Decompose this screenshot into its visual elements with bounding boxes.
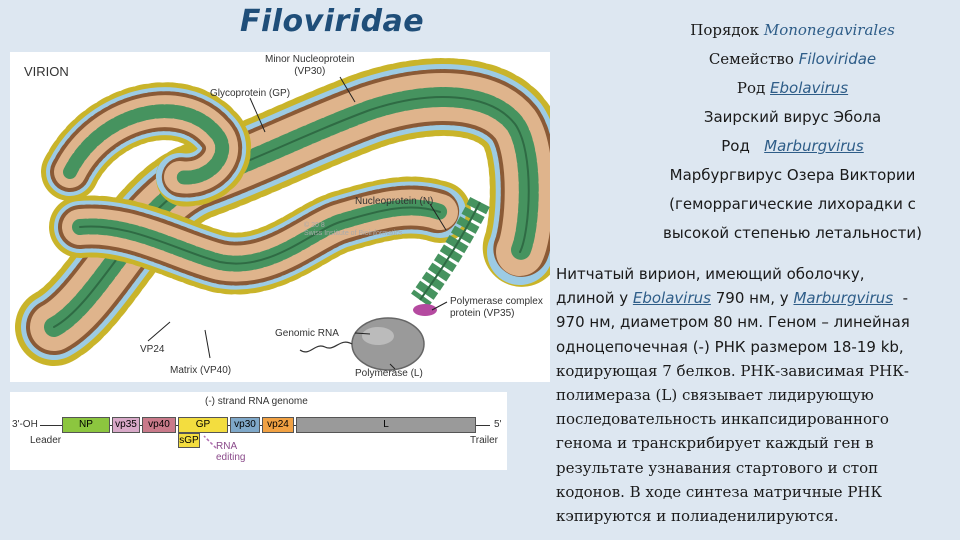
virion-illustration: VIRION Minor Nucleoprotein (VP30) Glycop…	[10, 52, 550, 382]
genus1-name[interactable]: Ebolavirus	[770, 79, 849, 97]
desc-line-11: кэпируются и полиаденилируются.	[556, 507, 839, 526]
genome-map: (-) strand RNA genome 3'-OH 5' Leader Tr…	[10, 392, 507, 470]
nucleoprotein-label: Nucleoprotein (N)	[355, 196, 434, 207]
trailer-label: Trailer	[470, 435, 498, 446]
desc-line-2: длиной у Ebolavirus 790 нм, у Marburgvir…	[556, 286, 951, 310]
order-name: Mononegavirales	[763, 21, 895, 39]
gene-vp40: vp40	[142, 417, 176, 433]
genome-3prime: 3'-OH	[12, 419, 38, 430]
genus2-name[interactable]: Marburgvirus	[764, 137, 864, 155]
gene-l: L	[296, 417, 476, 433]
taxonomy-family: Семейство Filoviridae	[640, 49, 945, 78]
desc-line-3: 970 нм, диаметром 80 нм. Геном – линейна…	[556, 313, 910, 332]
desc-line-1: Нитчатый вирион, имеющий оболочку,	[556, 265, 865, 283]
order-prefix: Порядок	[690, 21, 760, 39]
gene-vp24: vp24	[262, 417, 294, 433]
rna-editing-line2: editing	[216, 452, 246, 463]
note-line1: (геморрагические лихорадки с	[669, 195, 916, 213]
copyright-line1: © 20 8	[304, 222, 325, 229]
matrix-label: Matrix (VP40)	[170, 365, 232, 376]
polc-line1: Polymerase complex	[450, 296, 543, 307]
copyright-note: © 20 8 Swiss Institute of Bioinformatics	[304, 222, 402, 239]
gene-vp30: vp30	[230, 417, 260, 433]
family-name: Filoviridae	[798, 50, 877, 68]
slide-title: Filoviridae	[240, 4, 425, 39]
desc-line-4: одноцепочечная (-) РНК размером 18-19 kb…	[556, 337, 904, 356]
desc-genus-ebola[interactable]: Ebolavirus	[632, 289, 711, 308]
taxonomy-order: Порядок Mononegavirales	[640, 20, 945, 49]
taxonomy-genus-1: Род Ebolavirus	[640, 78, 945, 107]
polymerase-complex-label: Polymerase complex protein (VP35)	[450, 296, 543, 319]
note-line2: высокой степенью летальности)	[663, 224, 922, 242]
genome-header: (-) strand RNA genome	[205, 396, 308, 407]
genomic-rna-label: Genomic RNA	[275, 328, 339, 339]
desc-genus-marburg[interactable]: Marburgvirus	[793, 289, 894, 308]
family-prefix: Семейство	[708, 50, 794, 68]
taxonomy-species-1: Заирский вирус Эбола	[703, 108, 882, 126]
minor-np-line1: Minor Nucleoprotein	[265, 54, 355, 65]
virion-drawing	[10, 52, 550, 371]
gene-vp35: vp35	[112, 417, 140, 433]
minor-nucleoprotein-label: Minor Nucleoprotein (VP30)	[265, 54, 355, 77]
rna-editing-line1: RNA	[216, 441, 238, 452]
desc-l2c: -	[902, 289, 908, 308]
description-paragraph: Нитчатый вирион, имеющий оболочку, длино…	[556, 262, 951, 528]
desc-line-7: последовательность инкапсидированного	[556, 410, 889, 429]
taxonomy-genus-2: Род Marburgvirus	[640, 136, 945, 165]
taxonomy-block: Порядок Mononegavirales Семейство Filovi…	[640, 20, 945, 252]
gene-sgp: sGP	[178, 433, 200, 448]
polc-line2: protein (VP35)	[450, 307, 515, 319]
virion-label: VIRION	[24, 64, 69, 79]
genome-5prime: 5'	[494, 419, 502, 430]
genus1-prefix: Род	[736, 79, 766, 97]
genus2-prefix: Род	[721, 137, 750, 155]
vp24-label: VP24	[140, 344, 165, 355]
taxonomy-note: (геморрагические лихорадки с высокой сте…	[640, 194, 945, 252]
copyright-line2: Swiss Institute of Bioinformatics	[304, 230, 403, 238]
desc-l2a: длиной у	[556, 289, 629, 308]
minor-np-line2: (VP30)	[294, 65, 326, 77]
gene-gp: GP	[178, 417, 228, 433]
rna-editing-label: RNA editing	[216, 441, 245, 463]
desc-line-8: генома и транскрибирует каждый ген в	[556, 434, 874, 453]
taxonomy-species-2: Марбургвирус Озера Виктории	[669, 166, 916, 184]
leader-label: Leader	[30, 435, 62, 446]
rna-editing-arrow	[203, 435, 217, 449]
desc-line-5: кодирующая 7 белков. РНК-зависимая РНК-	[556, 361, 909, 380]
polymerase-label: Polymerase (L)	[355, 368, 423, 379]
glycoprotein-label: Glycoprotein (GP)	[210, 88, 291, 99]
desc-line-10: кодонов. В ходе синтеза матричные РНК	[556, 482, 883, 501]
desc-l2b: 790 нм, у	[715, 289, 789, 308]
desc-line-9: результате узнавания стартового и стоп	[556, 458, 879, 477]
desc-line-6: полимераза (L) связывает лидирующую	[556, 386, 874, 405]
gene-np: NP	[62, 417, 110, 433]
